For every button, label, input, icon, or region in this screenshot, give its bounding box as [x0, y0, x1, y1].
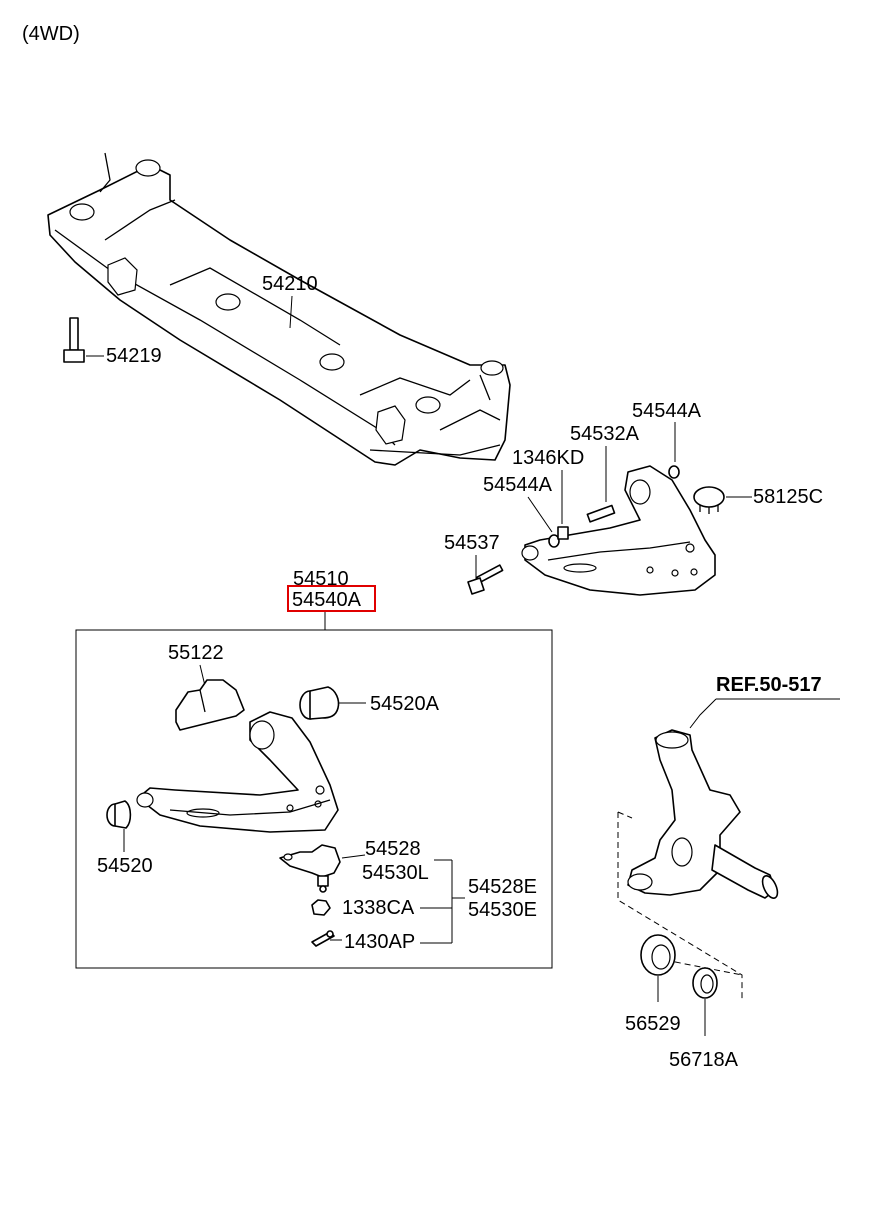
leader-54544A-mid [527, 496, 553, 533]
label-1430AP: 1430AP [344, 931, 415, 953]
label-54544A-mid: 54544A [483, 474, 553, 496]
label-1346KD: 1346KD [512, 447, 584, 469]
bolt-54219-illustration [63, 317, 85, 363]
label-54530L: 54530L [362, 862, 429, 884]
leader-54210 [289, 295, 293, 329]
reference-leader [689, 698, 717, 729]
label-55122: 55122 [168, 642, 224, 664]
label-56529: 56529 [625, 1013, 681, 1035]
crossmember-illustration [47, 152, 511, 466]
ball-joint-54528-illustration [279, 844, 341, 893]
label-54528: 54528 [365, 838, 421, 860]
seal-56529-illustration [640, 934, 676, 976]
group-bracket [420, 859, 465, 944]
variant-label: (4WD) [22, 23, 80, 45]
label-54510: 54510 [293, 568, 349, 590]
label-54540A: 54540A [292, 589, 362, 611]
knuckle-illustration [627, 729, 779, 899]
highlight-box-54540A [287, 585, 376, 612]
label-54530E: 54530E [468, 899, 537, 921]
kit-frame [75, 629, 553, 969]
bolt-54537-illustration [467, 564, 504, 595]
label-58125C: 58125C [753, 486, 823, 508]
cotter-pin-1430AP-illustration [311, 930, 335, 947]
label-56718A: 56718A [669, 1049, 739, 1071]
label-54520: 54520 [97, 855, 153, 877]
nut-54544A-top-illustration [668, 465, 680, 479]
bushing-54520A-illustration [299, 686, 340, 720]
knuckle-dashed-outline [617, 811, 743, 1000]
reference-label: REF.50-517 [716, 674, 822, 696]
lower-arm-illustration [136, 711, 339, 833]
bushing-55122-illustration [175, 679, 245, 731]
label-54210: 54210 [262, 273, 318, 295]
label-1338CA: 1338CA [342, 897, 415, 919]
label-54520A: 54520A [370, 693, 440, 715]
label-54544A-top: 54544A [632, 400, 702, 422]
label-54528E: 54528E [468, 876, 537, 898]
ball-joint-58125C-illustration [693, 486, 725, 514]
bushing-54520-illustration [106, 800, 132, 829]
nut-1338CA-illustration [311, 899, 331, 916]
label-54537: 54537 [444, 532, 500, 554]
leader-54528 [341, 854, 366, 859]
label-54219: 54219 [106, 345, 162, 367]
upper-arm-illustration [521, 465, 716, 596]
seal-56718A-illustration [692, 967, 718, 999]
label-54532A: 54532A [570, 423, 640, 445]
